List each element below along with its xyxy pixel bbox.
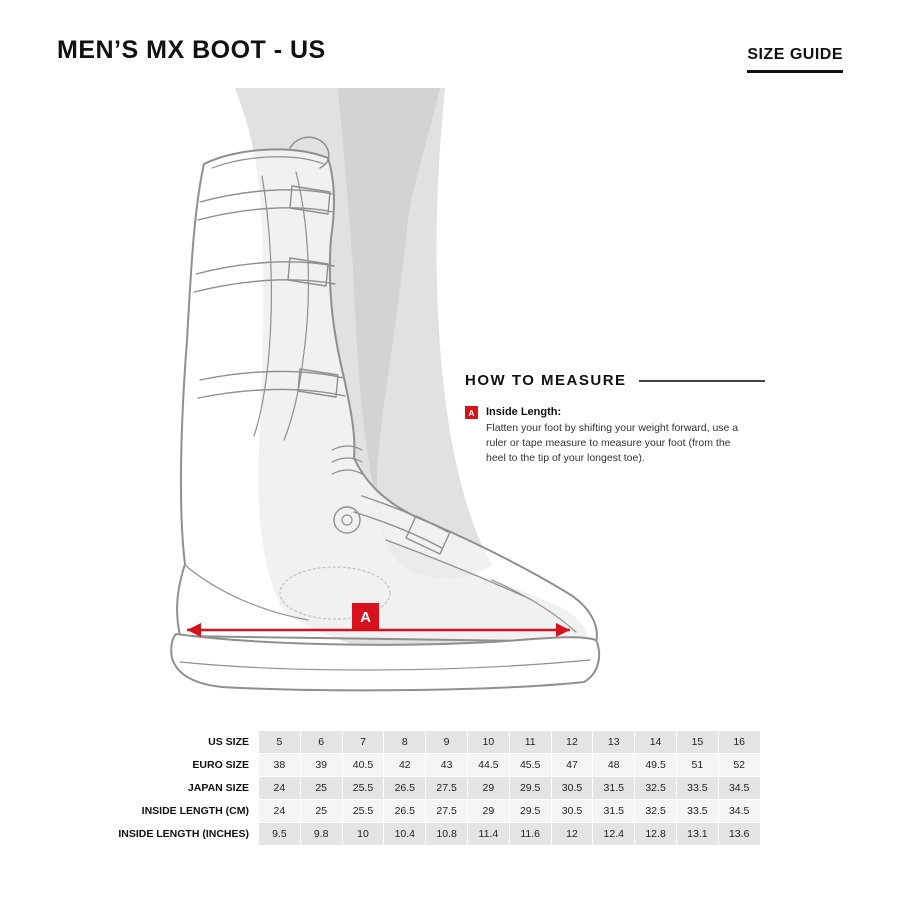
how-to-measure-heading: HOW TO MEASURE bbox=[465, 372, 627, 389]
size-cell: 39 bbox=[299, 754, 342, 777]
row-label: US SIZE bbox=[108, 731, 258, 754]
size-guide-tab: SIZE GUIDE bbox=[747, 46, 843, 73]
size-cell: 26.5 bbox=[383, 777, 426, 800]
size-cell: 31.5 bbox=[592, 800, 635, 823]
size-cell: 40.5 bbox=[341, 754, 384, 777]
size-cell: 12 bbox=[550, 823, 593, 846]
size-cell: 33.5 bbox=[675, 800, 718, 823]
boot-outline bbox=[170, 136, 601, 692]
size-cell: 38 bbox=[258, 754, 300, 777]
how-to-measure-header: HOW TO MEASURE bbox=[465, 372, 765, 389]
size-cell: 43 bbox=[425, 754, 467, 777]
size-cell: 30.5 bbox=[550, 777, 593, 800]
size-cell: 33.5 bbox=[675, 777, 718, 800]
measurement-arrow: A bbox=[187, 603, 570, 637]
measure-item-title: Inside Length: bbox=[486, 406, 562, 418]
size-cell: 25 bbox=[299, 777, 342, 800]
page-title: MEN’S MX BOOT - US bbox=[57, 36, 326, 64]
size-cell: 9 bbox=[425, 731, 467, 754]
size-cell: 48 bbox=[592, 754, 635, 777]
size-guide-label: SIZE GUIDE bbox=[747, 46, 843, 63]
size-cell: 32.5 bbox=[634, 777, 676, 800]
size-cell: 51 bbox=[675, 754, 718, 777]
size-cell: 52 bbox=[717, 754, 760, 777]
size-cell: 42 bbox=[383, 754, 426, 777]
size-cell: 12.8 bbox=[634, 823, 676, 846]
size-cell: 13.1 bbox=[675, 823, 718, 846]
size-cell: 11 bbox=[508, 731, 551, 754]
size-cell: 49.5 bbox=[634, 754, 676, 777]
size-cell: 11.6 bbox=[508, 823, 551, 846]
size-cell: 27.5 bbox=[425, 777, 467, 800]
heading-rule bbox=[638, 379, 765, 382]
marker-a-badge: A bbox=[465, 406, 478, 419]
size-cell: 44.5 bbox=[466, 754, 509, 777]
size-cell: 7 bbox=[341, 731, 384, 754]
size-cell: 31.5 bbox=[592, 777, 635, 800]
size-cell: 25.5 bbox=[341, 800, 384, 823]
measure-item: A Inside Length: Flatten your foot by sh… bbox=[465, 405, 765, 465]
marker-a-letter: A bbox=[360, 609, 371, 626]
marker-a-box bbox=[352, 603, 379, 630]
size-cell: 25 bbox=[299, 800, 342, 823]
size-cell: 29 bbox=[466, 777, 509, 800]
boot-diagram: A bbox=[140, 88, 610, 713]
size-cell: 47 bbox=[550, 754, 593, 777]
size-cell: 34.5 bbox=[717, 800, 760, 823]
size-cell: 34.5 bbox=[717, 777, 760, 800]
size-cell: 10 bbox=[341, 823, 384, 846]
row-label: JAPAN SIZE bbox=[108, 777, 258, 800]
size-cell: 5 bbox=[258, 731, 300, 754]
row-label: INSIDE LENGTH (CM) bbox=[108, 800, 258, 823]
size-cell: 12.4 bbox=[592, 823, 635, 846]
size-cell: 9.8 bbox=[299, 823, 342, 846]
size-cell: 32.5 bbox=[634, 800, 676, 823]
size-cell: 29.5 bbox=[508, 777, 551, 800]
size-cell: 13.6 bbox=[717, 823, 760, 846]
size-cell: 9.5 bbox=[258, 823, 300, 846]
size-cell: 14 bbox=[634, 731, 676, 754]
measure-item-body: Flatten your foot by shifting your weigh… bbox=[486, 422, 739, 464]
size-guide-underline bbox=[747, 70, 843, 73]
size-cell: 27.5 bbox=[425, 800, 467, 823]
size-cell: 10.8 bbox=[425, 823, 467, 846]
size-cell: 29.5 bbox=[508, 800, 551, 823]
row-label: EURO SIZE bbox=[108, 754, 258, 777]
size-cell: 26.5 bbox=[383, 800, 426, 823]
size-cell: 10.4 bbox=[383, 823, 426, 846]
size-cell: 24 bbox=[258, 777, 300, 800]
size-cell: 25.5 bbox=[341, 777, 384, 800]
how-to-measure-section: HOW TO MEASURE A Inside Length: Flatten … bbox=[465, 372, 765, 465]
boot-illustration: A bbox=[170, 88, 601, 692]
size-cell: 16 bbox=[717, 731, 760, 754]
size-cell: 11.4 bbox=[466, 823, 509, 846]
size-cell: 24 bbox=[258, 800, 300, 823]
size-cell: 12 bbox=[550, 731, 593, 754]
size-cell: 45.5 bbox=[508, 754, 551, 777]
measure-item-text: Inside Length: Flatten your foot by shif… bbox=[486, 405, 742, 465]
size-cell: 10 bbox=[466, 731, 509, 754]
size-cell: 15 bbox=[675, 731, 718, 754]
size-cell: 29 bbox=[466, 800, 509, 823]
row-label: INSIDE LENGTH (INCHES) bbox=[108, 823, 258, 846]
size-cell: 13 bbox=[592, 731, 635, 754]
size-cell: 30.5 bbox=[550, 800, 593, 823]
size-cell: 8 bbox=[383, 731, 426, 754]
size-cell: 6 bbox=[299, 731, 342, 754]
